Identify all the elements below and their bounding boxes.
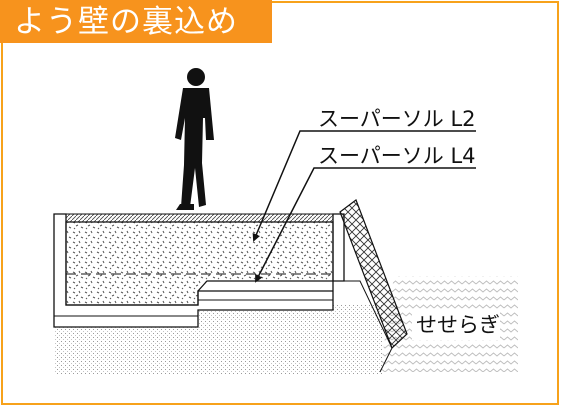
label-stream: せせらぎ — [416, 313, 500, 337]
leader-lines — [252, 130, 476, 283]
person-silhouette-icon — [175, 68, 214, 210]
stream-label-bg — [412, 310, 500, 340]
label-supersol-l4: スーパーソル L4 — [318, 144, 476, 168]
label-supersol-l2: スーパーソル L2 — [318, 107, 476, 131]
diagram-frame — [1, 1, 559, 405]
retaining-wall — [339, 199, 408, 373]
backfill-material — [65, 213, 334, 306]
page-title: よう壁の裏込め — [14, 4, 238, 40]
title-band: よう壁の裏込め — [0, 0, 272, 43]
